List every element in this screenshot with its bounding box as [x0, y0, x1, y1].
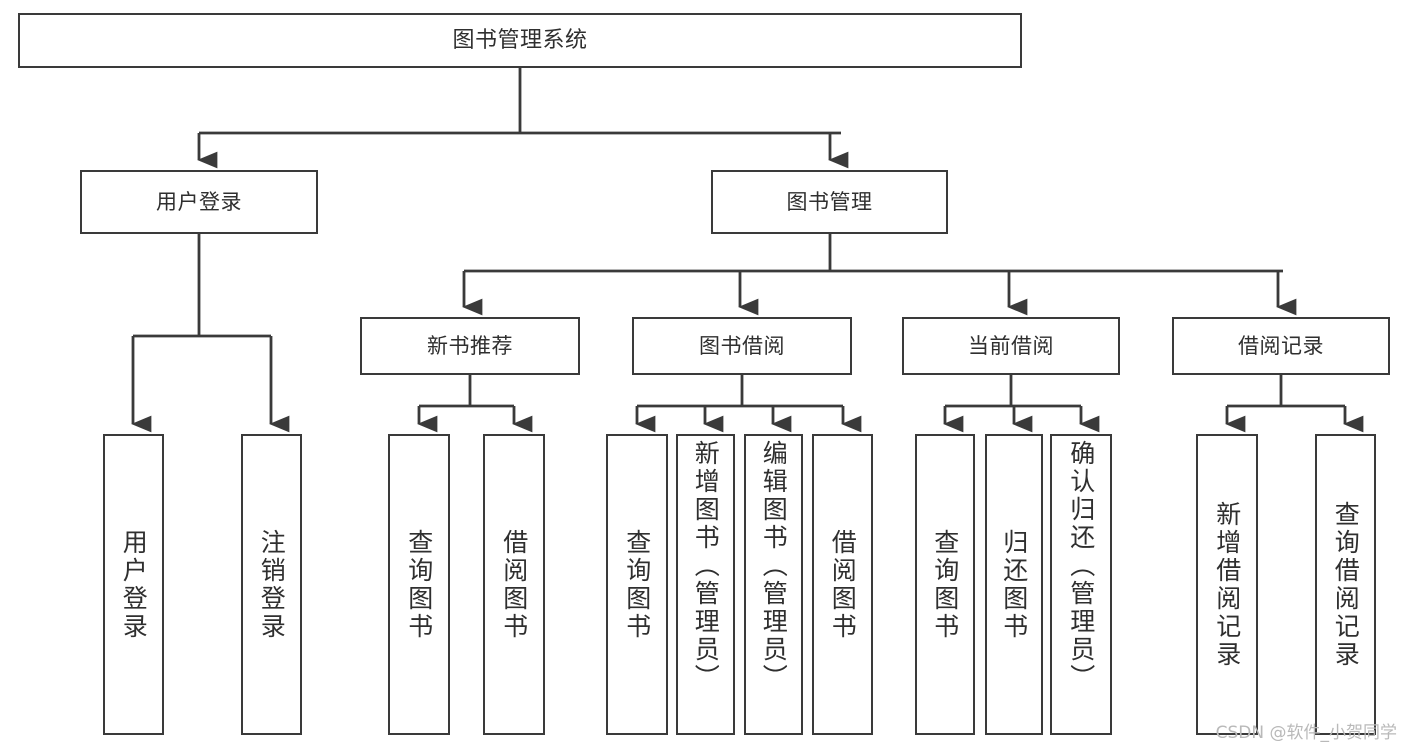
node-label: 新增图书（管理员） [691, 440, 721, 692]
node-label: 新增借阅记录 [1212, 500, 1242, 669]
node-label: 用户登录 [119, 528, 149, 641]
leaf-user-login-logout[interactable]: 注销登录 [241, 434, 302, 735]
node-new-book-recommend[interactable]: 新书推荐 [360, 317, 580, 375]
node-borrow-record[interactable]: 借阅记录 [1172, 317, 1390, 375]
node-label: 用户登录 [156, 189, 242, 214]
leaf-book-borrow-edit-admin[interactable]: 编辑图书（管理员） [744, 434, 803, 735]
node-label: 归还图书 [999, 528, 1029, 641]
node-root-book-management-system[interactable]: 图书管理系统 [18, 13, 1022, 68]
node-label: 查询图书 [930, 528, 960, 641]
leaf-new-book-borrow[interactable]: 借阅图书 [483, 434, 545, 735]
leaf-book-borrow-query[interactable]: 查询图书 [606, 434, 668, 735]
leaf-borrow-record-query[interactable]: 查询借阅记录 [1315, 434, 1376, 735]
node-label: 图书管理系统 [452, 27, 588, 53]
node-label: 查询图书 [404, 528, 434, 641]
leaf-current-borrow-return[interactable]: 归还图书 [985, 434, 1043, 735]
leaf-book-borrow-borrow[interactable]: 借阅图书 [812, 434, 873, 735]
node-label: 借阅图书 [499, 528, 529, 641]
node-label: 借阅图书 [828, 528, 858, 641]
node-label: 查询图书 [622, 528, 652, 641]
node-label: 查询借阅记录 [1331, 500, 1361, 669]
node-user-login[interactable]: 用户登录 [80, 170, 318, 234]
node-label: 当前借阅 [968, 333, 1054, 358]
leaf-book-borrow-add-admin[interactable]: 新增图书（管理员） [676, 434, 735, 735]
node-label: 编辑图书（管理员） [759, 440, 789, 692]
node-label: 新书推荐 [427, 333, 513, 358]
node-label: 确认归还（管理员） [1066, 440, 1096, 692]
node-current-borrow[interactable]: 当前借阅 [902, 317, 1120, 375]
leaf-current-borrow-confirm-return-admin[interactable]: 确认归还（管理员） [1050, 434, 1112, 735]
leaf-borrow-record-add[interactable]: 新增借阅记录 [1196, 434, 1258, 735]
node-book-borrow[interactable]: 图书借阅 [632, 317, 852, 375]
node-label: 图书借阅 [699, 333, 785, 358]
node-label: 借阅记录 [1238, 333, 1324, 358]
leaf-current-borrow-query[interactable]: 查询图书 [915, 434, 975, 735]
node-label: 注销登录 [257, 528, 287, 641]
leaf-new-book-query[interactable]: 查询图书 [388, 434, 450, 735]
leaf-user-login-login[interactable]: 用户登录 [103, 434, 164, 735]
node-book-management[interactable]: 图书管理 [711, 170, 948, 234]
node-label: 图书管理 [786, 189, 873, 214]
watermark-text: CSDN @软件_小贺同学 [1215, 723, 1397, 743]
